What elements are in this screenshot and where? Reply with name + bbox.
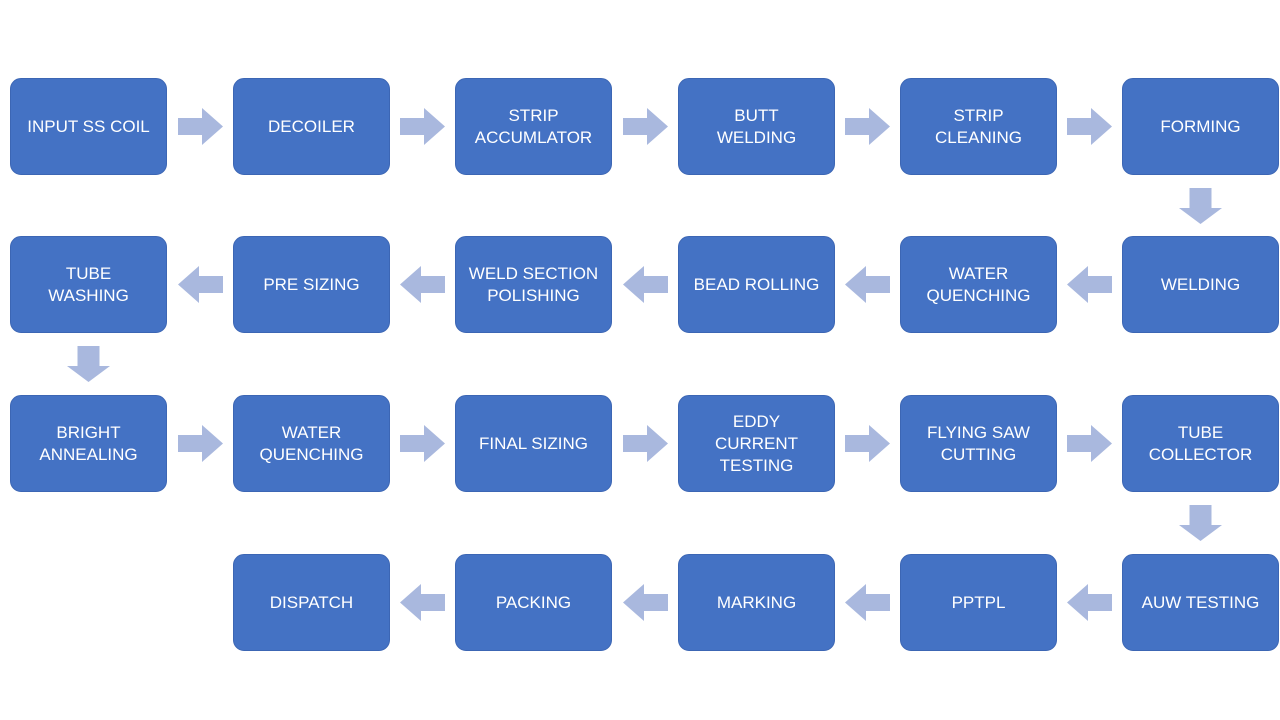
process-step-label: DECOILER <box>268 116 355 136</box>
arrow-right-icon <box>177 108 223 145</box>
process-step-label: EDDY <box>732 411 781 431</box>
process-step-pre-sizing: PRE SIZING <box>233 236 390 333</box>
arrow-down-icon <box>1179 505 1222 541</box>
process-step-label: INPUT SS COIL <box>27 116 150 136</box>
process-step-label: PRE SIZING <box>263 274 360 294</box>
arrow-right-icon <box>400 425 445 462</box>
arrow-left-icon <box>1067 584 1112 621</box>
arrow-right-icon <box>177 425 223 462</box>
arrow-left-icon <box>1067 266 1112 303</box>
process-step-forming: FORMING <box>1122 78 1279 175</box>
process-step-auw-testing: AUW TESTING <box>1122 554 1279 651</box>
process-step-label: PACKING <box>495 592 572 612</box>
process-step-bead-rolling: BEAD ROLLING <box>678 236 835 333</box>
arrow-left-icon <box>622 266 668 303</box>
arrow-left-icon <box>622 584 668 621</box>
process-step-label: WATER <box>948 263 1009 283</box>
process-step-label: COLLECTOR <box>1148 444 1253 464</box>
arrow-right-icon <box>845 425 890 462</box>
process-step-final-sizing: FINAL SIZING <box>455 395 612 492</box>
arrow-left-icon <box>845 266 890 303</box>
process-step-pptpl: PPTPL <box>900 554 1057 651</box>
arrow-right-icon <box>622 108 668 145</box>
process-step-label: BEAD ROLLING <box>693 274 820 294</box>
arrow-right-icon <box>1067 108 1112 145</box>
arrow-down-icon <box>67 346 110 382</box>
process-step-label: DISPATCH <box>269 592 354 612</box>
process-step-label: FLYING SAW <box>927 422 1030 442</box>
arrow-right-icon <box>400 108 445 145</box>
process-step-marking: MARKING <box>678 554 835 651</box>
process-step-label: AUW TESTING <box>1141 592 1260 612</box>
arrow-left-icon <box>177 266 223 303</box>
process-step-label: WASHING <box>48 285 129 305</box>
process-step-label: FINAL SIZING <box>479 433 588 453</box>
process-step-label: CLEANING <box>935 127 1022 147</box>
process-step-label: BRIGHT <box>56 422 121 442</box>
arrow-left-icon <box>845 584 890 621</box>
process-step-label: WELDING <box>716 127 797 147</box>
process-step-decoiler: DECOILER <box>233 78 390 175</box>
process-step-label: BUTT <box>734 105 779 125</box>
process-step-label: POLISHING <box>487 285 580 305</box>
process-step-label: WATER <box>281 422 342 442</box>
process-step-input-ss-coil: INPUT SS COIL <box>10 78 167 175</box>
process-step-label: WELDING <box>1160 274 1241 294</box>
arrow-right-icon <box>845 108 890 145</box>
process-step-label: ANNEALING <box>39 444 138 464</box>
process-step-label: CURRENT <box>714 433 799 453</box>
process-step-label: TUBE <box>1177 422 1224 442</box>
arrow-left-icon <box>400 266 445 303</box>
process-step-dispatch: DISPATCH <box>233 554 390 651</box>
process-step-label: QUENCHING <box>259 444 364 464</box>
arrow-down-icon <box>1179 187 1222 224</box>
process-step-welding: WELDING <box>1122 236 1279 333</box>
process-step-label: FORMING <box>1160 116 1241 136</box>
process-step-label: WELD SECTION <box>468 263 599 283</box>
process-step-label: STRIP <box>508 105 559 125</box>
arrow-right-icon <box>1067 425 1112 462</box>
process-step-label: TESTING <box>719 455 794 475</box>
arrow-left-icon <box>400 584 445 621</box>
arrow-right-icon <box>622 425 668 462</box>
process-step-label: ACCUMLATOR <box>474 127 593 147</box>
process-step-label: QUENCHING <box>926 285 1031 305</box>
process-step-label: PPTPL <box>951 592 1006 612</box>
process-step-packing: PACKING <box>455 554 612 651</box>
process-step-label: TUBE <box>65 263 112 283</box>
process-step-label: STRIP <box>953 105 1004 125</box>
process-step-label: MARKING <box>716 592 797 612</box>
process-step-label: CUTTING <box>940 444 1017 464</box>
